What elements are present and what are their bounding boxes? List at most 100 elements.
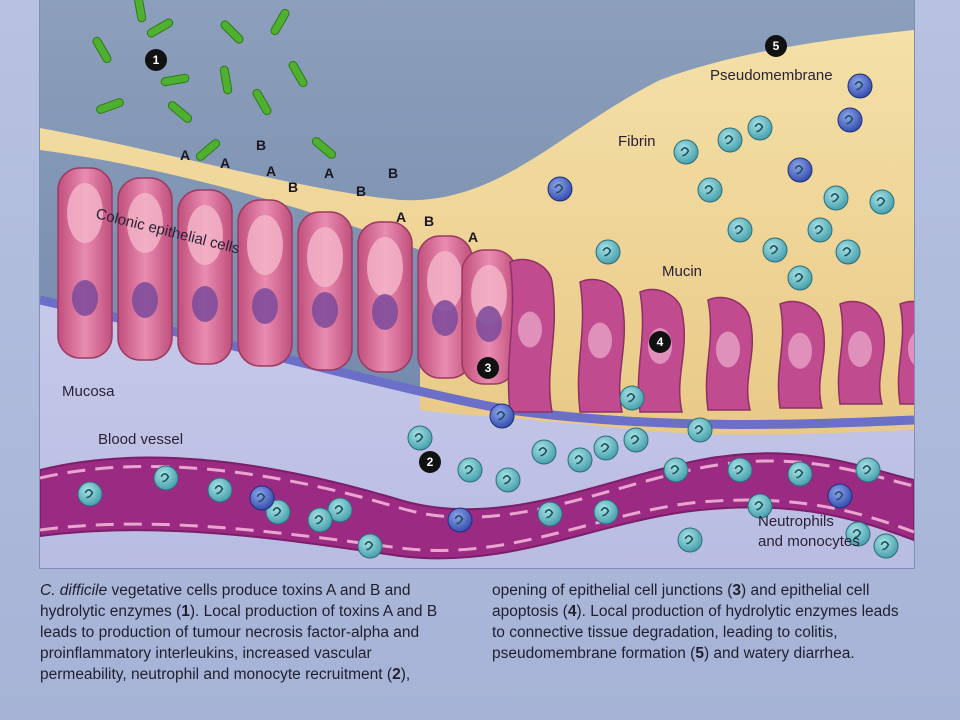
- toxin-a: A: [468, 229, 478, 245]
- toxin-a: A: [324, 165, 334, 181]
- monocyte: [547, 176, 573, 202]
- neutrophil: [77, 481, 103, 507]
- label-mucosa: Mucosa: [62, 383, 115, 400]
- bacterium: [311, 137, 337, 159]
- apoptotic-cells: [507, 258, 914, 413]
- neutrophil: [265, 499, 291, 525]
- neutrophil: [307, 507, 333, 533]
- neutrophil: [787, 461, 813, 487]
- neutrophil: [807, 217, 833, 243]
- caption-text: ). Local production of hydrolytic enzyme…: [492, 603, 899, 662]
- caption-text: vegetative cells produce toxins A and B …: [40, 582, 411, 620]
- bacterium: [96, 98, 124, 114]
- bacterium: [146, 18, 174, 38]
- cell-nucleus: [312, 292, 338, 328]
- toxin-b: B: [256, 137, 266, 153]
- cell-nucleus: [72, 280, 98, 316]
- bacterium: [270, 8, 290, 36]
- cell-nucleus: [372, 294, 398, 330]
- cell-nucleus: [192, 286, 218, 322]
- caption-text: ) and watery diarrhea.: [703, 645, 855, 662]
- epithelial-cell: [177, 189, 233, 365]
- caption-species: C. difficile: [40, 582, 108, 599]
- neutrophil: [153, 465, 179, 491]
- monocyte: [489, 403, 515, 429]
- bacterium: [288, 60, 308, 88]
- epithelial-cell: [237, 199, 293, 367]
- caption-ref-3: 3: [732, 582, 742, 599]
- caption-left-column: C. difficile vegetative cells produce to…: [40, 580, 462, 710]
- neutrophil: [855, 457, 881, 483]
- apoptotic-cell: [897, 300, 914, 405]
- bacterium: [160, 73, 190, 87]
- toxin-b: B: [388, 165, 398, 181]
- toxin-a: A: [396, 209, 406, 225]
- label-mucin: Mucin: [662, 263, 702, 280]
- caption-text: ),: [400, 666, 411, 683]
- caption-ref-2: 2: [392, 666, 401, 683]
- toxin-a: A: [220, 155, 230, 171]
- neutrophil: [677, 527, 703, 553]
- neutrophil: [762, 237, 788, 263]
- neutrophil: [787, 265, 813, 291]
- neutrophil: [593, 435, 619, 461]
- neutrophil: [357, 533, 383, 559]
- bacterium: [220, 20, 244, 44]
- svg-text:5: 5: [773, 39, 780, 53]
- marker-5: 5: [765, 35, 787, 57]
- neutrophil: [845, 521, 871, 547]
- monocyte: [847, 73, 873, 99]
- label-neutrophils: Neutrophils: [758, 513, 834, 530]
- neutrophil: [207, 477, 233, 503]
- marker-1: 1: [145, 49, 167, 71]
- bacterium: [219, 65, 233, 95]
- epithelial-cell: [461, 249, 517, 385]
- neutrophil: [619, 385, 645, 411]
- monocyte: [827, 483, 853, 509]
- immune-cells-group: [77, 73, 899, 559]
- neutrophil: [531, 439, 557, 465]
- caption-right-column: opening of epithelial cell junctions (3)…: [492, 580, 914, 710]
- bacterium: [167, 101, 193, 123]
- neutrophil: [567, 447, 593, 473]
- neutrophil: [457, 457, 483, 483]
- toxin-b: B: [356, 183, 366, 199]
- caption-ref-5: 5: [695, 645, 704, 662]
- monocyte: [447, 507, 473, 533]
- neutrophil: [747, 115, 773, 141]
- caption-text: ) and epithelial cell apoptosis (: [492, 582, 870, 620]
- fibrin-layer: [40, 30, 914, 435]
- neutrophil: [697, 177, 723, 203]
- marker-2: 2: [419, 451, 441, 473]
- epithelial-cell: [417, 235, 473, 379]
- monocyte: [787, 157, 813, 183]
- toxin-b: B: [288, 179, 298, 195]
- cell-nucleus: [132, 282, 158, 318]
- caption-ref-4: 4: [567, 603, 577, 620]
- epithelial-cell: [357, 221, 413, 373]
- vessel-wall-lower: [40, 498, 914, 552]
- bacterium: [133, 0, 147, 23]
- neutrophil: [727, 217, 753, 243]
- caption-text: ). Local production of toxins A and B le…: [40, 603, 438, 683]
- neutrophil: [717, 127, 743, 153]
- label-fibrin: Fibrin: [618, 133, 656, 150]
- bacteria-group: [92, 0, 337, 161]
- monocyte: [249, 485, 275, 511]
- neutrophil: [823, 185, 849, 211]
- svg-text:4: 4: [657, 335, 664, 349]
- bacterium: [195, 139, 221, 161]
- toxin-a: A: [180, 147, 190, 163]
- figure-caption: C. difficile vegetative cells produce to…: [40, 580, 914, 710]
- label-pseudomembrane: Pseudomembrane: [710, 67, 833, 84]
- toxin-b: B: [424, 213, 434, 229]
- apoptotic-cell: [507, 258, 555, 413]
- cell-nucleus: [432, 300, 458, 336]
- label-and-monocytes: and monocytes: [758, 533, 860, 550]
- svg-text:2: 2: [427, 455, 434, 469]
- neutrophil: [673, 139, 699, 165]
- neutrophil: [623, 427, 649, 453]
